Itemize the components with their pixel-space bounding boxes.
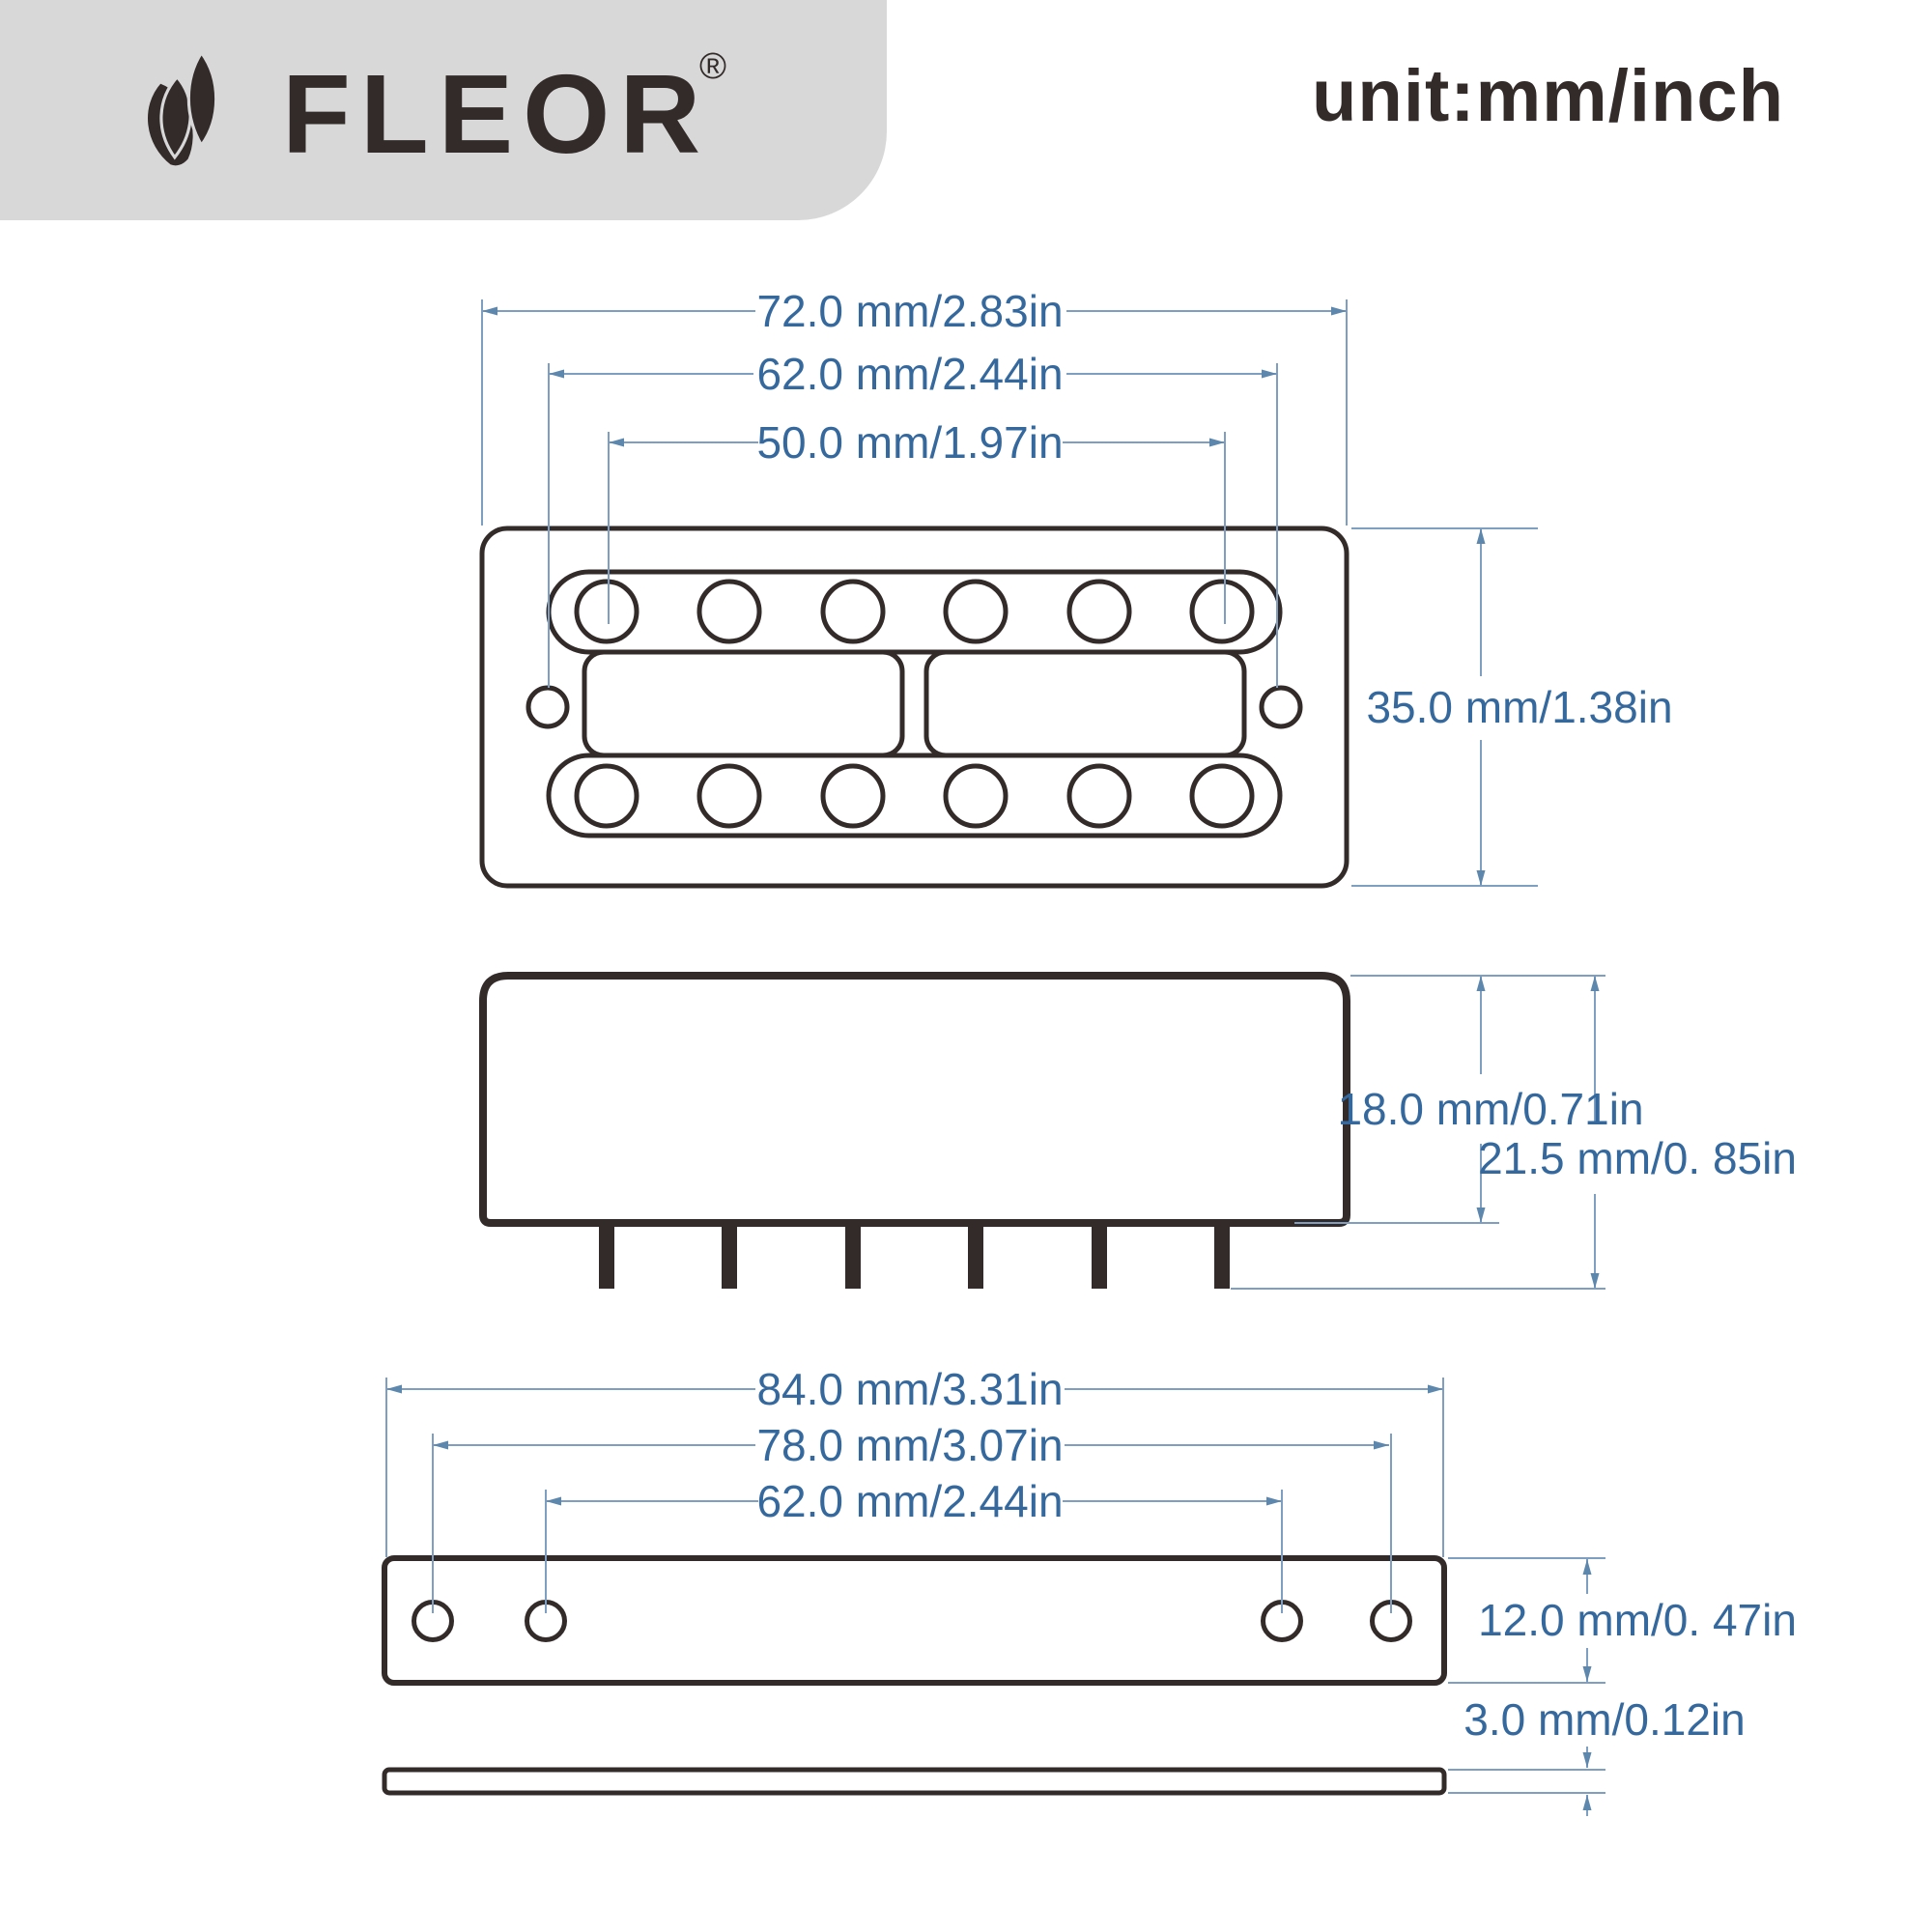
dim-label-total-height: 21.5 mm/0. 85in bbox=[1478, 1133, 1797, 1183]
pole-leg bbox=[722, 1219, 737, 1289]
pole-piece bbox=[943, 763, 1009, 829]
dim-label-mount-hole-span: 62.0 mm/2.44in bbox=[756, 349, 1063, 399]
pole-leg bbox=[599, 1219, 614, 1289]
pole-piece bbox=[1189, 579, 1255, 644]
pole-piece bbox=[820, 763, 886, 829]
pole-leg bbox=[1214, 1219, 1230, 1289]
pickup-body-outline bbox=[479, 972, 1350, 1227]
pole-leg bbox=[1092, 1219, 1107, 1289]
pickup-top-view: 72.0 mm/2.83in 62.0 mm/2.44in 50.0 mm/1.… bbox=[479, 286, 1673, 889]
pole-piece bbox=[1066, 579, 1132, 644]
dim-label-spacer-thickness: 3.0 mm/0.12in bbox=[1463, 1694, 1745, 1745]
top-coil-slot bbox=[546, 569, 1283, 655]
dim-label-plate-height: 12.0 mm/0. 47in bbox=[1478, 1595, 1797, 1645]
left-window bbox=[582, 649, 905, 758]
dim-label-outer-hole-span: 78.0 mm/3.07in bbox=[756, 1420, 1063, 1470]
dim-label-top-width: 72.0 mm/2.83in bbox=[756, 286, 1063, 336]
pole-piece bbox=[1066, 763, 1132, 829]
dim-label-inner-hole-span: 62.0 mm/2.44in bbox=[756, 1476, 1063, 1526]
pole-piece bbox=[696, 579, 762, 644]
spacer-view: 3.0 mm/0.12in bbox=[382, 1694, 1746, 1816]
pole-piece bbox=[696, 763, 762, 829]
pole-piece bbox=[1189, 763, 1255, 829]
pole-leg bbox=[968, 1219, 983, 1289]
pole-piece bbox=[574, 763, 639, 829]
right-window bbox=[923, 649, 1247, 758]
pole-piece bbox=[820, 579, 886, 644]
pickup-cover-outline bbox=[479, 526, 1350, 889]
spacer-outline bbox=[382, 1767, 1447, 1796]
mount-hole bbox=[1259, 685, 1303, 729]
pole-piece bbox=[574, 579, 639, 644]
leaf-logo-icon bbox=[144, 49, 218, 169]
brand-header: FLEOR ® bbox=[0, 0, 887, 220]
pole-leg bbox=[845, 1219, 861, 1289]
pole-piece bbox=[943, 579, 1009, 644]
brand-logo-text: FLEOR bbox=[282, 51, 711, 177]
unit-label: unit:mm/inch bbox=[1312, 55, 1785, 137]
dim-label-pole-span: 50.0 mm/1.97in bbox=[756, 417, 1063, 468]
baseplate-view: 84.0 mm/3.31in 78.0 mm/3.07in 62.0 mm/2.… bbox=[382, 1364, 1797, 1686]
mount-hole bbox=[526, 685, 570, 729]
pickup-side-view: 18.0 mm/0.71in 21.5 mm/0. 85in bbox=[479, 972, 1797, 1290]
registered-trademark-icon: ® bbox=[699, 46, 726, 87]
dim-label-body-height: 18.0 mm/0.71in bbox=[1337, 1084, 1643, 1134]
dim-label-top-height: 35.0 mm/1.38in bbox=[1366, 682, 1672, 732]
baseplate-outline bbox=[382, 1555, 1447, 1686]
dim-label-plate-width: 84.0 mm/3.31in bbox=[756, 1364, 1063, 1414]
bottom-coil-slot bbox=[546, 753, 1283, 838]
